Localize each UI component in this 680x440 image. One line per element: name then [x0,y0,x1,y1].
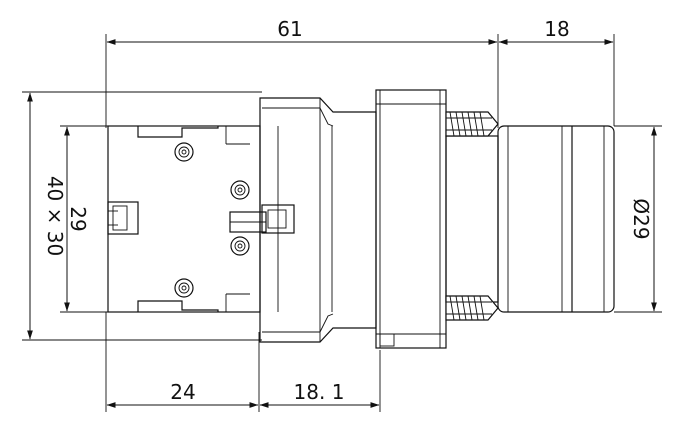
dimension-knob-length: 18 [498,17,614,45]
dimension-contact-depth: 24 [106,380,259,408]
dimension-body-depth: 18. 1 [259,380,380,408]
dim-label-mount-size: 40 × 30 [43,176,67,256]
dim-label-total-length: 61 [277,17,302,41]
knob [497,125,615,313]
extension-lines [22,34,662,412]
dimension-total-length: 61 [106,17,498,45]
thread-stud-top [445,111,499,137]
dim-label-contact-height: 29 [66,206,90,231]
screw-icon [174,142,194,162]
dimension-contact-height: 29 [64,126,90,312]
screw-icon [230,180,250,200]
dimension-mount-size: 40 × 30 [27,92,67,340]
contact-block [107,125,295,313]
screw-icon [230,236,250,256]
dim-label-body-depth: 18. 1 [294,380,345,404]
dim-label-contact-depth: 24 [170,380,195,404]
dimension-knob-diameter: Ø29 [629,126,657,312]
dim-label-knob-diameter: Ø29 [629,198,653,239]
switch-body [259,97,377,343]
dim-label-knob-length: 18 [544,17,569,41]
thread-stud-bottom [445,295,499,321]
screw-icon [174,278,194,298]
